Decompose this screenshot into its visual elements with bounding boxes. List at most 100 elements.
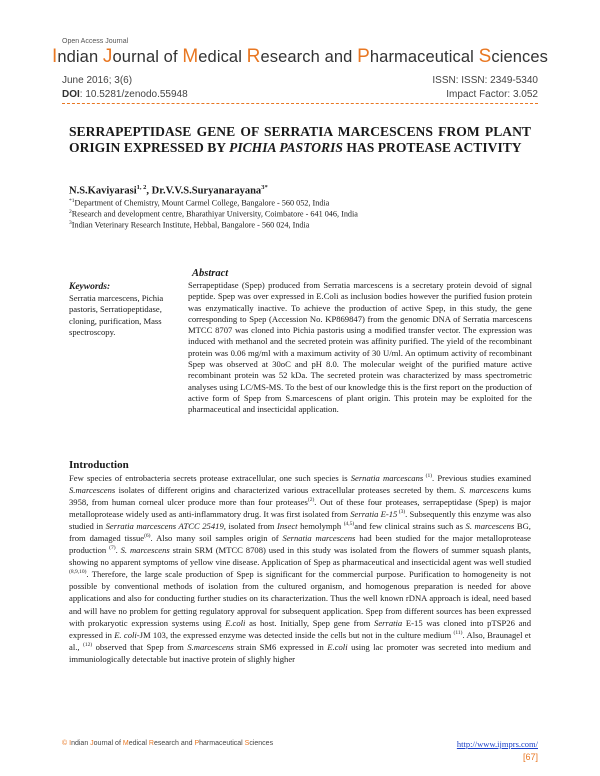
copyright-icon: ©: [62, 740, 68, 747]
article-title: SERRAPEPTIDASE GENE OF SERRATIA MARCESCE…: [69, 124, 531, 156]
italic-term: Serratia: [374, 617, 403, 628]
text-run: hemolymph: [297, 521, 344, 532]
text-run: and few clinical strains such as: [354, 521, 466, 532]
text-run: -JM 103, the expressed enzyme was detect…: [136, 629, 454, 640]
text-run: . Also many soil samples origin of: [150, 533, 283, 544]
italic-term: S.marcescens: [187, 641, 234, 652]
citation: (1): [423, 473, 433, 480]
text-run: . Also, Braunagel et al.,: [69, 629, 531, 652]
affiliation: *1Department of Chemistry, Mount Carmel …: [69, 198, 329, 208]
text-run: had been studied for the major metallopr…: [69, 533, 531, 556]
title-text: ndian: [57, 48, 103, 66]
doi: DOI: 10.5281/zenodo.55948: [62, 89, 188, 100]
text-run: Few species of entrobacteria secrets pro…: [69, 473, 351, 483]
title-italic: PICHIA PASTORIS: [229, 140, 343, 155]
introduction-heading: Introduction: [69, 459, 129, 471]
doi-row: DOI: 10.5281/zenodo.55948 Impact Factor:…: [62, 89, 538, 100]
text-run: kums 3958, from human corneal ulcer prod…: [69, 485, 532, 508]
italic-term: S. marcescens: [120, 545, 170, 556]
italic-term: S.marcescens: [69, 485, 116, 496]
affiliation-text: Indian Veterinary Research Institute, He…: [71, 220, 310, 230]
affiliation-text: Research and development centre, Bharath…: [71, 209, 358, 219]
title-part: SERRAPEPTIDASE GENE OF SERRATIA MARCESCE…: [69, 124, 531, 155]
text-run: . Subsequently this enzyme was also stud…: [69, 509, 531, 532]
author-name: N.S.Kaviyarasi: [69, 185, 137, 197]
title-capital: S: [478, 46, 492, 67]
text-run: . Therefore, the large scale production …: [69, 569, 531, 628]
footer-journal: © Indian Journal of Medical Research and…: [62, 740, 273, 747]
italic-term: S. marcescens: [459, 485, 510, 496]
journal-title: Indian Journal of Medical Research and P…: [0, 46, 600, 68]
keywords-text: Serratia marcescens, Pichia pastoris, Se…: [69, 293, 164, 337]
text-run: E-15 was cloned into pTSP26 and expresse…: [69, 617, 531, 640]
citation: (2): [307, 497, 315, 504]
italic-term: E. coli: [114, 629, 137, 640]
abstract-heading: Abstract: [192, 268, 229, 279]
header-divider: [62, 103, 538, 104]
keywords-heading: Keywords:: [69, 282, 111, 292]
citation: (3): [397, 509, 406, 516]
title-text: ournal of: [112, 48, 183, 66]
open-access-label: Open Access Journal: [62, 38, 129, 45]
title-text: ournal of: [93, 740, 123, 747]
citation: (8,9,10): [69, 569, 87, 576]
citation: (4,5): [343, 521, 355, 528]
title-text: ciences: [249, 740, 274, 747]
italic-term: Sernatia marcescans: [350, 473, 424, 483]
title-text: esearch and: [153, 740, 195, 747]
citation: (7): [109, 545, 116, 552]
issue-date: June 2016; 3(6): [62, 75, 133, 86]
introduction-text: Few species of entrobacteria secrets pro…: [69, 472, 531, 665]
title-capital: J: [102, 46, 113, 67]
citation: (6): [144, 533, 151, 540]
title-capital: P: [194, 740, 200, 747]
italic-term: E.coli: [225, 617, 246, 628]
text-run: as host. Initially, Spep gene from: [245, 617, 375, 628]
text-run: . Out of these four proteases, serrapept…: [69, 497, 531, 520]
title-capital: J: [90, 740, 94, 747]
title-capital: P: [357, 46, 370, 67]
text-run: strain SM6 expressed in: [233, 641, 328, 652]
title-capital: M: [122, 740, 129, 747]
text-run: using lac promoter was secreted into med…: [69, 641, 531, 664]
citation: (12): [82, 641, 93, 648]
author-separator: ,: [146, 185, 152, 197]
italic-term: E.coli: [327, 641, 348, 652]
italic-term: Serratia E-15: [350, 509, 398, 520]
title-capital: R: [246, 46, 261, 67]
text-run: observed that Spep from: [92, 641, 188, 652]
title-text: edical: [198, 48, 247, 66]
text-run: . Previous studies examined: [432, 473, 531, 483]
affiliation-sup: 3: [69, 220, 72, 226]
title-text: esearch and: [260, 48, 358, 66]
title-text: ndian: [71, 740, 91, 747]
affiliation-text: Department of Chemistry, Mount Carmel Co…: [74, 198, 330, 208]
title-capital: M: [182, 46, 199, 67]
author-sup: 1, 2: [136, 184, 147, 191]
author-name: Dr.V.V.S.Suryanarayana: [151, 185, 262, 197]
affiliation-sup: *1: [69, 198, 75, 204]
title-text: harmaceutical: [199, 740, 245, 747]
affiliation-sup: 2: [69, 209, 72, 215]
doi-label: DOI: [62, 89, 80, 100]
footer-journal-name: Indian Journal of Medical Research and P…: [69, 740, 273, 747]
doi-value: : 10.5281/zenodo.55948: [79, 89, 188, 100]
page-footer: © Indian Journal of Medical Research and…: [62, 739, 538, 749]
title-capital: I: [51, 46, 58, 67]
italic-term: Insect: [277, 521, 298, 532]
affiliation: 3Indian Veterinary Research Institute, H…: [69, 220, 309, 230]
author-sup: 3*: [261, 184, 268, 191]
text-run: .: [115, 545, 121, 556]
title-text: harmaceutical: [369, 48, 479, 66]
text-run: isolated from: [225, 521, 277, 532]
title-capital: I: [69, 740, 72, 747]
issue-row: June 2016; 3(6) ISSN: ISSN: 2349-5340: [62, 75, 538, 86]
journal-url-link[interactable]: http://www.ijmprs.com/: [456, 739, 538, 749]
citation: (11): [453, 629, 463, 636]
title-part: HAS PROTEASE ACTIVITY: [342, 140, 522, 155]
page-number: [67]: [522, 752, 538, 762]
text-run: strain SRM (MTCC 8708) used in this stud…: [69, 545, 532, 568]
affiliation: 2Research and development centre, Bharat…: [69, 209, 358, 219]
title-capital: S: [244, 740, 250, 747]
